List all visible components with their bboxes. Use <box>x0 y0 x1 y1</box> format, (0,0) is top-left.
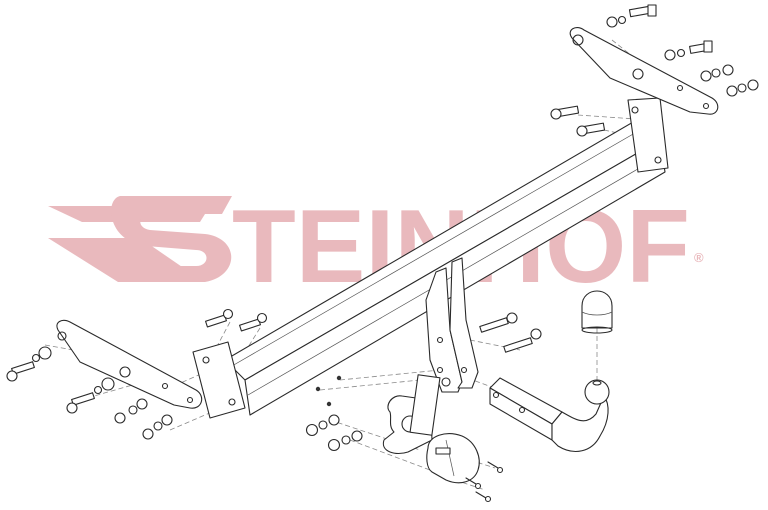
center-plate <box>425 257 479 393</box>
socket-plate <box>382 374 441 455</box>
right-end-plate <box>627 97 669 173</box>
right-bracket <box>569 27 719 115</box>
tow-ball-neck <box>489 377 610 452</box>
socket-screws <box>465 461 504 503</box>
socket-hardware <box>305 375 363 452</box>
left-bracket <box>56 319 203 409</box>
socket <box>426 433 480 484</box>
ball-cap <box>581 290 613 334</box>
left-bracket-hardware <box>6 308 268 440</box>
center-bolts <box>479 312 542 353</box>
right-bracket-hardware <box>550 4 759 137</box>
